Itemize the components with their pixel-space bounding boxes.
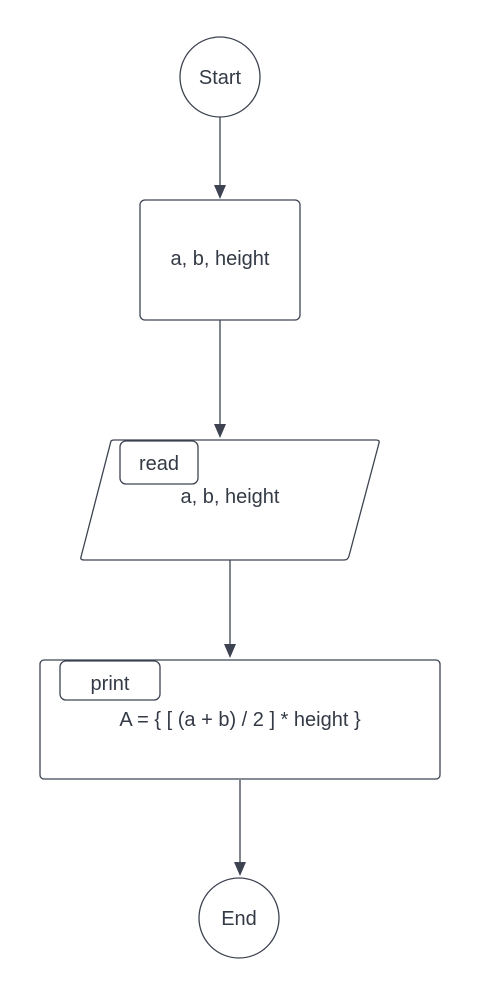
- input-box: [139, 199, 301, 321]
- print-tag: [59, 660, 161, 701]
- read-tag-label: read: [139, 453, 179, 475]
- arrowhead-print: [224, 644, 236, 658]
- end-terminal: [198, 877, 280, 959]
- end-label: End: [221, 908, 257, 930]
- input-box-label: a, b, height: [171, 248, 270, 270]
- arrowhead-input: [214, 185, 226, 199]
- arrowhead-read: [214, 424, 226, 438]
- print-tag-label: print: [91, 673, 130, 695]
- print-label: A = { [ (a + b) / 2 ] * height }: [119, 709, 361, 731]
- read-label: a, b, height: [181, 486, 280, 508]
- start-terminal: [179, 36, 261, 118]
- arrowhead-end: [234, 862, 246, 876]
- start-label: Start: [199, 67, 242, 89]
- read-tag: [119, 440, 199, 485]
